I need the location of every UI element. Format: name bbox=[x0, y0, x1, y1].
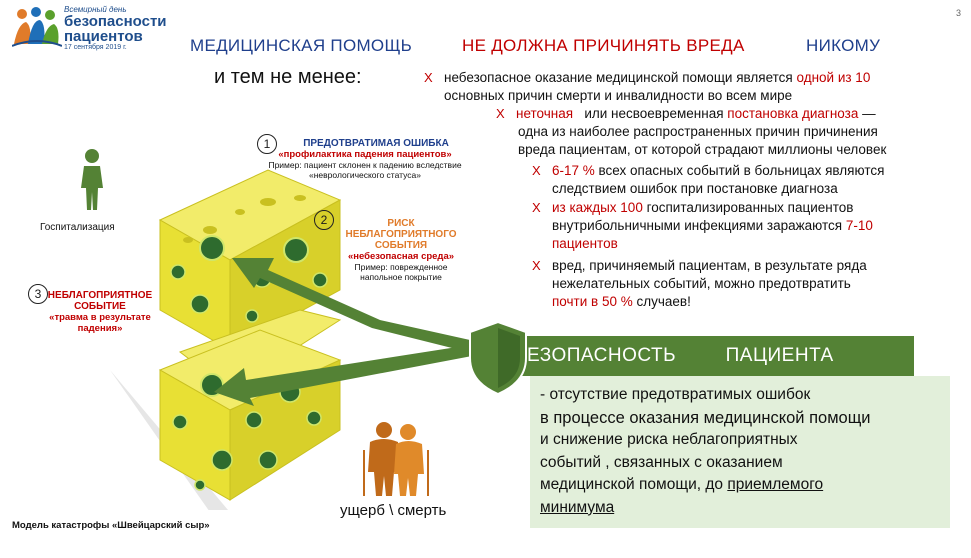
person-icon bbox=[81, 149, 103, 210]
elderly-couple-icon bbox=[363, 422, 429, 496]
logo-date: 17 сентября 2019 г. bbox=[64, 44, 127, 51]
heading-right: НИКОМУ bbox=[806, 36, 881, 55]
logo-line2a: безопасности bbox=[64, 13, 167, 30]
bullet-2-cont: одна из наиболее распространенных причин… bbox=[518, 124, 887, 157]
shield-icon bbox=[469, 320, 527, 396]
harm-label: ущерб \ смерть bbox=[340, 502, 447, 519]
x-marker: X bbox=[532, 258, 541, 273]
intro-text: и тем не менее: bbox=[214, 66, 362, 88]
heading-center: НЕ ДОЛЖНА ПРИЧИНЯТЬ ВРЕДА bbox=[462, 36, 745, 55]
hospitalization-label: Госпитализация bbox=[40, 222, 115, 233]
callout-2: РИСК НЕБЛАГОПРИЯТНОГО СОБЫТИЯ «небезопас… bbox=[345, 218, 457, 282]
banner-right: ПАЦИЕНТА bbox=[725, 345, 834, 366]
heading-left: МЕДИЦИНСКАЯ ПОМОЩЬ bbox=[190, 36, 413, 55]
logo-line1: Всемирный день bbox=[64, 5, 127, 14]
x-marker: X bbox=[532, 163, 541, 178]
logo-line2: безопасности пациентов bbox=[64, 14, 167, 44]
callout-3: НЕБЛАГОПРИЯТНОЕ СОБЫТИЕ «травма в резуль… bbox=[47, 290, 153, 334]
footer-caption: Модель катастрофы «Швейцарский сыр» bbox=[12, 520, 210, 531]
patient-safety-banner: БЕЗОПАСНОСТЬ ПАЦИЕНТА bbox=[502, 336, 914, 376]
x-marker: X bbox=[496, 106, 505, 121]
swiss-cheese-illustration bbox=[110, 169, 472, 510]
arrow-to-top-hole bbox=[232, 258, 470, 352]
definition-text: - отсутствие предотвратимых ошибок в про… bbox=[540, 386, 871, 516]
cheese-slice-top bbox=[158, 169, 342, 351]
callout3-number: 3 bbox=[28, 284, 48, 304]
x-marker: X bbox=[532, 200, 541, 215]
x-marker: X bbox=[424, 70, 433, 85]
logo-figures-icon bbox=[12, 7, 62, 47]
banner-left: БЕЗОПАСНОСТЬ bbox=[514, 345, 677, 366]
logo-line2b: пациентов bbox=[64, 28, 143, 45]
callout2-number: 2 bbox=[314, 210, 334, 230]
definition-box bbox=[530, 376, 950, 528]
arrow-to-bottom-hole bbox=[214, 345, 472, 406]
page-number: 3 bbox=[955, 8, 961, 18]
callout-1: ПРЕДОТВРАТИМАЯ ОШИБКА «профилактика паде… bbox=[268, 138, 462, 180]
cheese-slice-bottom bbox=[158, 329, 342, 501]
callout1-number: 1 bbox=[257, 134, 277, 154]
